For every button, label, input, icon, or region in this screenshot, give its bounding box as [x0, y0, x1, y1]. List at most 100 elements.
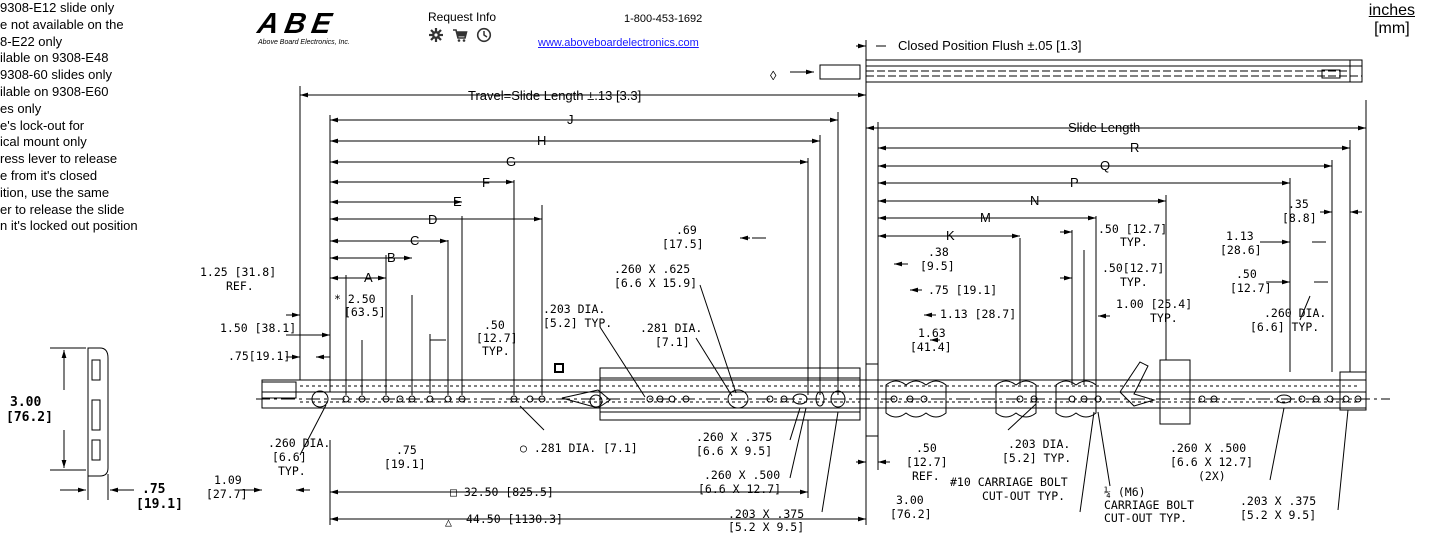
note-line: ress lever to release: [0, 151, 118, 167]
website-link[interactable]: www.aboveboardelectronics.com: [538, 37, 699, 49]
gear-icon[interactable]: [428, 27, 444, 43]
label-cutout1: CUT-OUT TYP.: [982, 489, 1065, 503]
dim-203x375rmm: [5.2 X 9.5]: [1240, 508, 1316, 522]
phone-number: 1-800-453-1692: [624, 13, 703, 25]
note-line: e from it's closed: [0, 167, 98, 183]
dim-260x500r: .260 X .500: [1170, 441, 1246, 455]
logo-tagline: Above Board Electronics, Inc.: [258, 39, 350, 46]
dim-75cmm: [19.1]: [384, 457, 426, 471]
dim-260x625: .260 X .625: [614, 262, 690, 276]
abe-logo[interactable]: ABE Above Board Electronics, Inc.: [255, 8, 380, 50]
dim-109mm: [27.7]: [206, 487, 248, 501]
note-line: 9308-60 slides only: [0, 67, 113, 83]
dim-typb: TYP.: [1120, 235, 1148, 249]
dim-150: 1.50 [38.1]: [220, 321, 296, 335]
dim-109: 1.09: [214, 473, 242, 487]
header-icons: [428, 27, 492, 43]
dim-281b: ○ .281 DIA. [7.1]: [520, 441, 638, 455]
units-primary: inches: [1368, 2, 1415, 19]
note-line: ition, use the same: [0, 184, 110, 200]
dim-260r: .260 DIA.: [1264, 306, 1326, 320]
dim-100: 1.00 [25.4]: [1116, 297, 1192, 311]
dim-281mm: [7.1]: [655, 335, 690, 349]
dim-twox: (2X): [1198, 469, 1226, 483]
dim-ref2: REF.: [912, 469, 940, 483]
dim-38: .38: [928, 245, 949, 259]
request-info-label: Request Info: [428, 10, 497, 24]
label-closed-flush: Closed Position Flush ±.05 [1.3]: [898, 38, 1081, 53]
dim-250: * 2.50: [334, 292, 376, 306]
label-carriage-m6: ¼ (M6): [1104, 485, 1146, 499]
dim-J: J: [567, 112, 574, 127]
units-secondary: [mm]: [1374, 20, 1410, 37]
note-line: es only: [0, 100, 42, 116]
note-line: er to release the slide: [0, 201, 125, 217]
units-legend: inches [mm]: [1369, 2, 1415, 38]
label-diamond: ◊: [770, 68, 777, 83]
dim-113: 1.13 [28.7]: [940, 307, 1016, 321]
dim-163: 1.63: [918, 326, 946, 340]
dim-203: .203 DIA.: [543, 302, 605, 316]
dim-75c: .75: [396, 443, 417, 457]
dim-50emm: [12.7]: [906, 455, 948, 469]
dim-Q: Q: [1100, 158, 1110, 173]
dim-50e: .50: [916, 441, 937, 455]
dim-50a: .50: [484, 318, 505, 332]
label-slide-length: Slide Length: [1068, 120, 1140, 135]
dim-35mm: [8.8]: [1282, 211, 1317, 225]
dim-F: F: [482, 175, 490, 190]
dim-ref1: REF.: [226, 279, 254, 293]
dim-203mm: [5.2] TYP.: [543, 316, 612, 330]
dim-50c: .50[12.7]: [1102, 261, 1164, 275]
dim-203bmm: [5.2] TYP.: [1002, 451, 1071, 465]
dim-300: 3.00: [896, 493, 924, 507]
dim-260x500mm: [6.6 X 12.7]: [698, 482, 781, 496]
dim-typd: TYP.: [1150, 311, 1178, 325]
dim-113bmm: [28.6]: [1220, 243, 1262, 257]
dim-69mm: [17.5]: [662, 237, 704, 251]
dim-B: B: [387, 250, 396, 265]
note-line: e's lock-out for: [0, 117, 85, 133]
dim-N: N: [1030, 193, 1039, 208]
note-line: 8-E22 only: [0, 33, 63, 49]
dim-260x500: .260 X .500: [704, 468, 780, 482]
dim-203x375mm: [5.2 X 9.5]: [728, 520, 804, 534]
note-line: ical mount only: [0, 134, 87, 150]
dim-260lmm: [6.6]: [272, 450, 307, 464]
dim-203x375r: .203 X .375: [1240, 494, 1316, 508]
dim-50d: .50: [1236, 267, 1257, 281]
cart-icon[interactable]: [452, 27, 468, 43]
dim-260l: .260 DIA.: [268, 436, 330, 450]
notes-list: 9308-E12 slide only e not available on t…: [0, 0, 200, 235]
dim-4450-triangle: △: [445, 515, 452, 529]
dim-260x375mm: [6.6 X 9.5]: [696, 444, 772, 458]
dim-E: E: [453, 194, 462, 209]
dim-H: H: [537, 133, 546, 148]
clock-icon[interactable]: [476, 27, 492, 43]
header: ABE Above Board Electronics, Inc. Reques…: [255, 8, 728, 54]
note-line: e not available on the: [0, 16, 124, 32]
dim-300mm: [76.2]: [890, 507, 932, 521]
dim-203b: .203 DIA.: [1008, 437, 1070, 451]
label-carriage10: #10 CARRIAGE BOLT: [950, 475, 1068, 489]
dim-50dmm: [12.7]: [1230, 281, 1272, 295]
side-75mm: [19.1]: [136, 497, 183, 512]
label-cutout2: CUT-OUT TYP.: [1104, 511, 1187, 525]
dim-50amm: [12.7]: [476, 331, 518, 345]
side-300mm: [76.2]: [6, 410, 53, 425]
note-line: ilable on 9308-E60: [0, 83, 109, 99]
dim-113b: 1.13: [1226, 229, 1254, 243]
dim-260rmm: [6.6] TYP.: [1250, 320, 1319, 334]
side-300: 3.00: [10, 395, 41, 410]
note-line: 9308-E12 slide only: [0, 0, 115, 15]
note-line: ilable on 9308-E48: [0, 50, 109, 66]
label-travel: Travel=Slide Length ±.13 [3.3]: [468, 88, 641, 103]
dim-260x625mm: [6.6 X 15.9]: [614, 276, 697, 290]
dim-3250: □ 32.50 [825.5]: [450, 485, 554, 499]
dim-260x375: .260 X .375: [696, 430, 772, 444]
dim-typl: TYP.: [278, 464, 306, 478]
dim-281: .281 DIA.: [640, 321, 702, 335]
dim-P: P: [1070, 175, 1079, 190]
dim-69: .69: [676, 223, 697, 237]
